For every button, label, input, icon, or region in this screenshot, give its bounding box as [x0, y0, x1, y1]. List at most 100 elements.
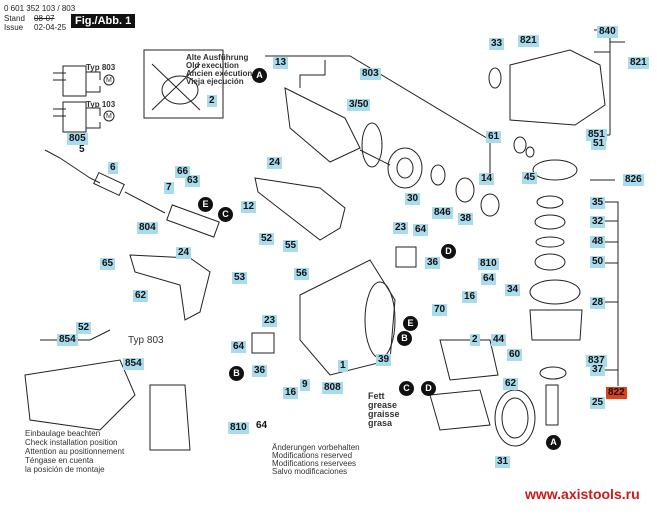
part-label-53[interactable]: 53 [232, 272, 248, 284]
part-label-64-left-bottom[interactable]: 64 [256, 420, 268, 431]
issue-label: Issue [4, 23, 24, 32]
part-label-6[interactable]: 6 [108, 162, 118, 174]
part-label-24-top[interactable]: 24 [267, 157, 283, 169]
part-label-28[interactable]: 28 [590, 297, 606, 309]
part-label-840[interactable]: 840 [597, 26, 618, 38]
part-label-804[interactable]: 804 [137, 222, 158, 234]
modifications-es: Salvo modificaciones [272, 467, 348, 476]
part-label-810-right[interactable]: 810 [478, 258, 499, 270]
install-note-de: Einbaulage beachten [25, 429, 101, 438]
part-label-821-right[interactable]: 821 [628, 57, 649, 69]
part-label-34[interactable]: 34 [505, 284, 521, 296]
modifications-de: Änderungen vorbehalten [272, 443, 360, 452]
grease-de: Fett [368, 391, 385, 401]
part-label-23-right[interactable]: 23 [393, 222, 409, 234]
part-label-39[interactable]: 39 [376, 354, 392, 366]
old-execution-es: Vieja ejecución [186, 77, 244, 86]
stand-value: 08-07 [34, 14, 55, 23]
part-label-854-bottom[interactable]: 854 [123, 358, 144, 370]
part-label-64-right-bottom[interactable]: 64 [481, 273, 497, 285]
part-label-62-left[interactable]: 62 [133, 290, 149, 302]
part-label-24-bottom[interactable]: 24 [176, 247, 192, 259]
part-label-854-left[interactable]: 854 [57, 334, 78, 346]
marker-e-right: E [403, 316, 418, 331]
part-label-45[interactable]: 45 [522, 172, 538, 184]
part-label-821-top[interactable]: 821 [518, 35, 539, 47]
part-label-31[interactable]: 31 [495, 456, 511, 468]
part-label-13[interactable]: 13 [273, 57, 289, 69]
modifications-fr: Modifications reservees [272, 459, 357, 468]
install-note-es-1: Téngase en cuenta [25, 456, 94, 465]
old-execution-de: Alte Ausführung [186, 53, 249, 62]
install-note-en: Check installation position [25, 438, 118, 447]
part-label-5[interactable]: 5 [79, 144, 85, 155]
modifications-en: Modifications reserved [272, 451, 353, 460]
marker-d-top: D [441, 244, 456, 259]
marker-d-right: D [421, 381, 436, 396]
part-label-50[interactable]: 50 [590, 256, 606, 268]
wiring-typ-103: Typ 103 [86, 100, 116, 109]
part-label-9[interactable]: 9 [300, 379, 310, 391]
motor-symbol-icon: M [106, 113, 112, 120]
part-label-30[interactable]: 30 [405, 193, 421, 205]
part-label-52-bottom[interactable]: 52 [76, 322, 92, 334]
part-label-14[interactable]: 14 [479, 173, 495, 185]
marker-c-left: C [218, 207, 233, 222]
part-label-826[interactable]: 826 [623, 174, 644, 186]
watermark-link[interactable]: www.axistools.ru [525, 486, 640, 502]
wiring-typ-803: Typ 803 [86, 63, 116, 72]
part-number: 0 601 352 103 / 803 [4, 4, 76, 13]
part-label-2-old[interactable]: 2 [207, 95, 217, 107]
part-label-62-right[interactable]: 62 [503, 378, 519, 390]
grease-fr: graisse [368, 409, 400, 419]
part-label-822[interactable]: 822 [606, 387, 627, 399]
part-label-55[interactable]: 55 [283, 240, 299, 252]
part-label-1[interactable]: 1 [338, 360, 348, 372]
install-note-es-2: la posición de montaje [25, 465, 105, 474]
motor-symbol-icon: M [106, 77, 112, 84]
part-label-25[interactable]: 25 [590, 397, 606, 409]
marker-a-bottom: A [546, 435, 561, 450]
part-label-65[interactable]: 65 [100, 258, 116, 270]
part-label-38[interactable]: 38 [458, 213, 474, 225]
marker-e-left: E [198, 197, 213, 212]
marker-b-right: B [397, 331, 412, 346]
part-label-48[interactable]: 48 [590, 236, 606, 248]
part-label-61[interactable]: 61 [486, 131, 502, 143]
part-label-32[interactable]: 32 [590, 216, 606, 228]
issue-value: 02-04-25 [34, 23, 67, 32]
old-execution-en: Old execution [186, 61, 239, 70]
part-label-37[interactable]: 37 [590, 364, 606, 376]
part-label-810-left[interactable]: 810 [228, 422, 249, 434]
old-execution-box [143, 49, 224, 119]
part-label-56[interactable]: 56 [294, 268, 310, 280]
wiring-box-803 [62, 65, 87, 97]
part-label-35[interactable]: 35 [590, 197, 606, 209]
part-label-51[interactable]: 51 [591, 138, 607, 150]
part-label-12[interactable]: 12 [241, 201, 257, 213]
part-label-44[interactable]: 44 [491, 334, 507, 346]
part-label-16-right[interactable]: 16 [462, 291, 478, 303]
old-execution-fr: Ancien exécution [186, 69, 253, 78]
part-label-23-left[interactable]: 23 [262, 315, 278, 327]
part-label-805[interactable]: 805 [67, 133, 88, 145]
part-label-52-top[interactable]: 52 [259, 233, 275, 245]
grease-es: grasa [368, 418, 393, 428]
part-label-808[interactable]: 808 [322, 382, 343, 394]
part-label-63[interactable]: 63 [185, 175, 201, 187]
marker-a-top: A [252, 68, 267, 83]
part-label-16-left[interactable]: 16 [283, 387, 299, 399]
part-label-7[interactable]: 7 [164, 182, 174, 194]
part-label-36-left[interactable]: 36 [252, 365, 268, 377]
part-label-60[interactable]: 60 [507, 349, 523, 361]
part-label-33[interactable]: 33 [489, 38, 505, 50]
part-label-64-right-top[interactable]: 64 [413, 224, 429, 236]
part-label-70[interactable]: 70 [432, 304, 448, 316]
part-label-3-50[interactable]: 3/50 [347, 99, 371, 111]
part-label-64-left-top[interactable]: 64 [231, 341, 247, 353]
part-label-846[interactable]: 846 [432, 207, 453, 219]
part-label-803[interactable]: 803 [360, 68, 381, 80]
part-label-2[interactable]: 2 [470, 334, 480, 346]
part-label-36-right[interactable]: 36 [425, 257, 441, 269]
